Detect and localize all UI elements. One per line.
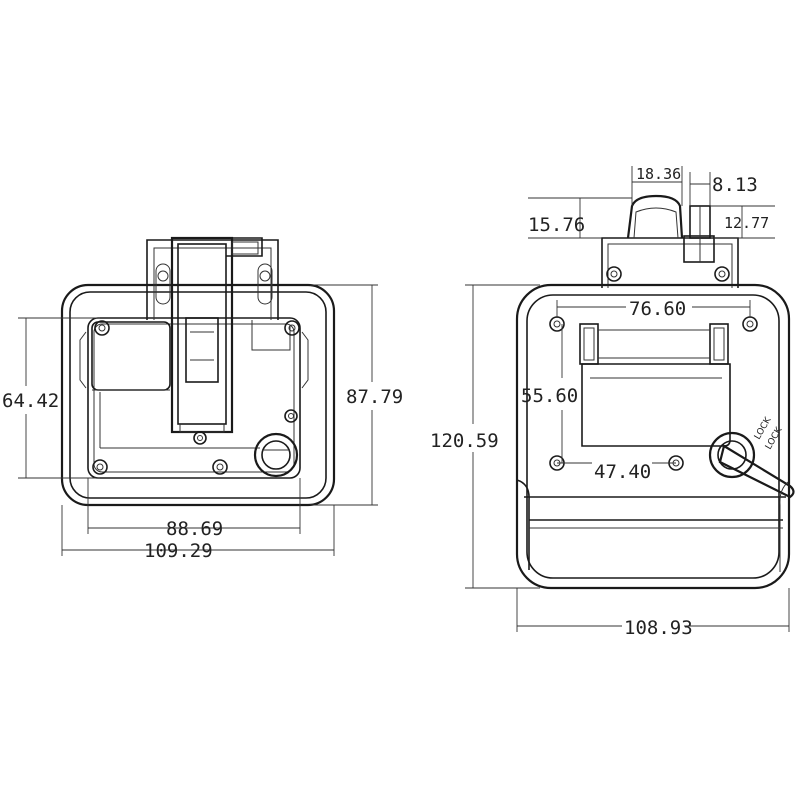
dim-side-knob-width: 18.36 [631, 165, 683, 206]
label-side-knob-height: 15.76 [528, 214, 585, 236]
label-side-overall-height: 120.59 [430, 430, 499, 452]
side-latch-left [579, 323, 599, 365]
dim-side-stem-width: 8.13 [689, 172, 758, 206]
label-side-hole-span-vertical: 55.60 [521, 385, 578, 407]
side-knob [626, 194, 684, 239]
side-view: LOCK LOCK 120.59 76.60 [430, 165, 795, 639]
label-side-hole-span-bottom: 47.40 [594, 461, 651, 483]
side-recess-panel [581, 363, 731, 447]
front-inner-flange [69, 291, 327, 499]
dim-side-stem-height: 12.77 [710, 205, 775, 239]
front-bracket-slot-right [257, 263, 273, 305]
label-front-overall-width: 109.29 [144, 540, 213, 562]
dim-side-overall-height: 120.59 [430, 284, 540, 589]
front-paddle-handle [170, 236, 234, 434]
side-lock-cylinder: LOCK LOCK [708, 415, 795, 499]
label-side-overall-width: 108.93 [624, 617, 693, 639]
dim-side-hole-span-vertical: 55.60 [521, 324, 578, 463]
front-pan [87, 317, 301, 479]
side-outer-body [515, 283, 791, 590]
front-lock-cylinder [253, 432, 299, 478]
side-top-bracket [601, 237, 739, 288]
dim-front-overall-height: 87.79 [310, 284, 403, 506]
label-side-stem-width: 8.13 [712, 174, 758, 196]
side-handle-lip [516, 479, 789, 572]
dim-side-hole-span-bottom: 47.40 [557, 461, 676, 483]
front-paddle-catch [185, 317, 219, 383]
label-side-stem-height: 12.77 [724, 214, 769, 232]
side-latch-right [709, 323, 729, 365]
front-bracket-slot-left [155, 263, 171, 305]
front-paddle-hinge [226, 237, 263, 257]
front-view: 64.42 87.79 88.69 109.29 [2, 236, 403, 562]
label-side-hole-span-top: 76.60 [629, 298, 686, 320]
front-top-bracket [146, 239, 279, 320]
dim-side-hole-span-top: 76.60 [556, 298, 751, 320]
front-pan-inner [93, 323, 295, 473]
side-inner-body [526, 294, 780, 579]
side-stem [683, 205, 715, 263]
dim-side-knob-height: 15.76 [528, 197, 632, 239]
front-left-recess [91, 321, 171, 391]
dim-front-inner-width: 88.69 [87, 478, 301, 540]
label-side-knob-width: 18.36 [636, 165, 681, 183]
front-outer-flange [60, 283, 336, 507]
front-screw-holes [92, 320, 300, 475]
label-front-inner-width: 88.69 [166, 518, 223, 540]
dim-side-overall-width: 108.93 [516, 588, 790, 639]
label-front-inner-height: 64.42 [2, 390, 59, 412]
dim-front-overall-width: 109.29 [61, 505, 335, 562]
dim-front-inner-height: 64.42 [2, 317, 100, 479]
label-front-overall-height: 87.79 [346, 386, 403, 408]
